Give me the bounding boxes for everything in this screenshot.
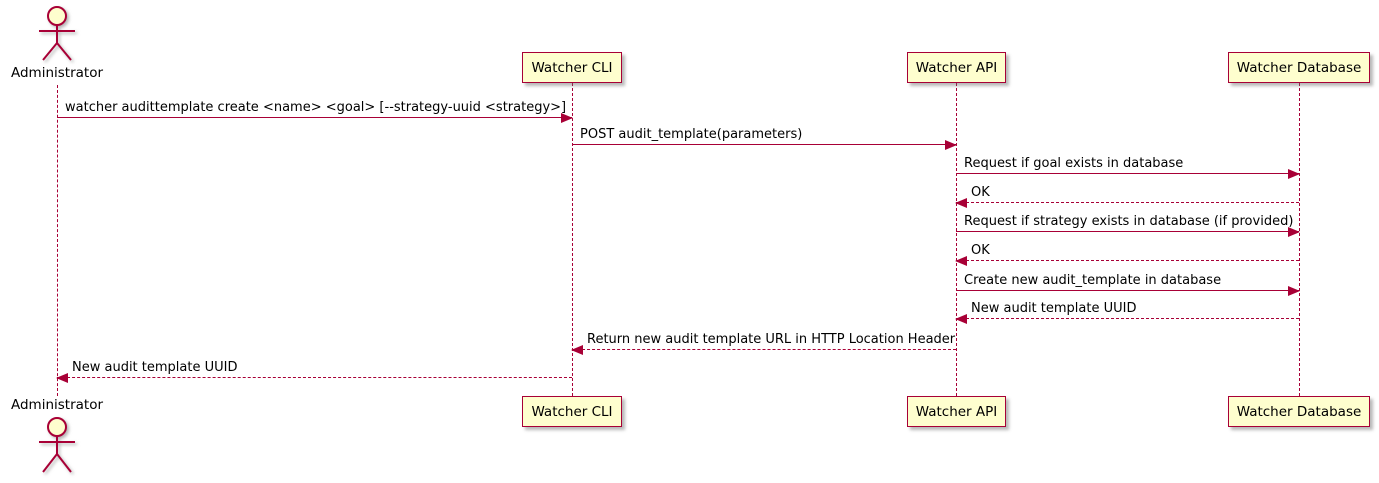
message-line	[956, 231, 1299, 232]
arrowhead-icon	[561, 113, 573, 123]
message-10: New audit template UUID	[56, 357, 572, 383]
lifeline-watcher-database	[1299, 83, 1300, 396]
message-line	[572, 144, 956, 145]
message-label: POST audit_template(parameters)	[580, 127, 803, 142]
actor-icon	[39, 417, 75, 473]
message-label: watcher audittemplate create <name> <goa…	[65, 100, 567, 115]
participant-watcher-cli-top: Watcher CLI	[522, 52, 622, 83]
participant-watcher-cli-bottom: Watcher CLI	[522, 396, 622, 427]
message-9: Return new audit template URL in HTTP Lo…	[571, 329, 956, 355]
arrowhead-icon	[1288, 169, 1300, 179]
message-line	[57, 377, 572, 378]
lifeline-watcher-cli	[572, 83, 573, 396]
message-5: Request if strategy exists in database (…	[956, 211, 1300, 237]
actor-label-top: Administrator	[10, 65, 104, 81]
participant-watcher-api-bottom: Watcher API	[907, 396, 1006, 427]
message-6: OK	[955, 240, 1299, 266]
message-3: Request if goal exists in database	[956, 153, 1300, 179]
message-label: Return new audit template URL in HTTP Lo…	[587, 332, 956, 347]
message-line	[956, 260, 1299, 261]
message-label: OK	[971, 185, 990, 200]
message-line	[956, 202, 1299, 203]
arrowhead-icon	[571, 345, 583, 355]
lifeline-watcher-api	[956, 83, 957, 396]
arrowhead-icon	[1288, 286, 1300, 296]
arrowhead-icon	[955, 314, 967, 324]
message-7: Create new audit_template in database	[956, 270, 1300, 296]
message-4: OK	[955, 182, 1299, 208]
message-label: Create new audit_template in database	[964, 273, 1222, 288]
participant-watcher-database-bottom: Watcher Database	[1228, 396, 1370, 427]
message-1: watcher audittemplate create <name> <goa…	[57, 97, 573, 123]
participant-watcher-database-top: Watcher Database	[1228, 52, 1370, 83]
arrowhead-icon	[56, 373, 68, 383]
message-2: POST audit_template(parameters)	[572, 124, 957, 150]
message-label: New audit template UUID	[971, 301, 1137, 316]
arrowhead-icon	[1288, 227, 1300, 237]
message-line	[572, 349, 956, 350]
message-label: Request if strategy exists in database (…	[964, 214, 1294, 229]
message-8: New audit template UUID	[955, 298, 1299, 324]
message-label: Request if goal exists in database	[964, 156, 1184, 171]
message-line	[956, 318, 1299, 319]
message-label: New audit template UUID	[72, 360, 238, 375]
lifeline-administrator	[57, 85, 58, 396]
message-label: OK	[971, 243, 990, 258]
participant-watcher-api-top: Watcher API	[907, 52, 1006, 83]
actor-label-bottom: Administrator	[10, 397, 104, 413]
arrowhead-icon	[955, 256, 967, 266]
message-line	[956, 290, 1299, 291]
arrowhead-icon	[955, 198, 967, 208]
actor-icon	[39, 6, 75, 61]
message-line	[57, 117, 572, 118]
arrowhead-icon	[945, 140, 957, 150]
message-line	[956, 173, 1299, 174]
actor-administrator-top: Administrator	[2, 4, 112, 82]
actor-administrator-bottom: Administrator	[2, 396, 112, 476]
